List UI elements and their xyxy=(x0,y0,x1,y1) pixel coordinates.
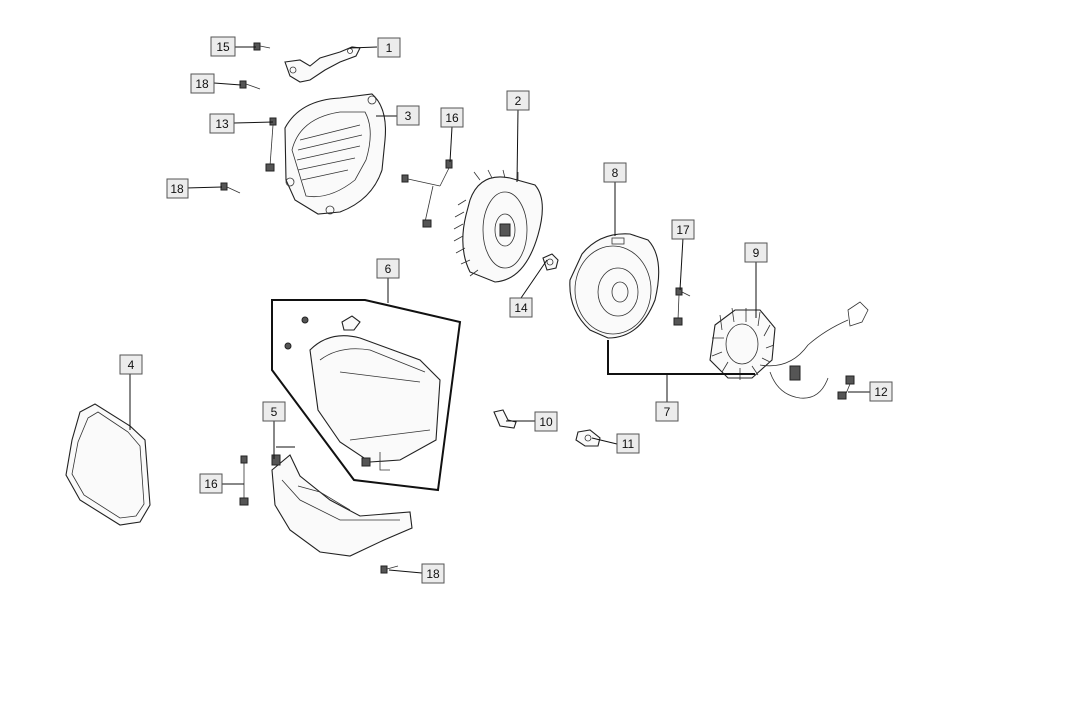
callout-label: 2 xyxy=(515,94,522,108)
group-outline-part-6 xyxy=(271,299,462,492)
nut-part-14 xyxy=(542,253,559,271)
bracket-part-1 xyxy=(284,46,361,83)
clamp-part-11 xyxy=(575,429,601,447)
callout-label: 11 xyxy=(622,437,635,451)
callout-label: 18 xyxy=(195,77,209,91)
callout-label: 13 xyxy=(215,117,229,131)
callout-16-upper: 16 xyxy=(440,107,464,128)
gasket-part-4 xyxy=(65,403,151,526)
fan-cover-part-3 xyxy=(284,93,387,215)
clip-part-17 xyxy=(673,287,691,326)
callout-15: 15 xyxy=(210,36,236,57)
clip-part-13 xyxy=(265,117,277,172)
callout-label: 18 xyxy=(170,182,184,196)
callout-6: 6 xyxy=(376,258,400,279)
stator-part-9 xyxy=(709,301,869,399)
callout-17: 17 xyxy=(671,219,695,240)
callout-18-top: 18 xyxy=(190,73,215,94)
callout-18-bottom: 18 xyxy=(421,563,445,584)
group-outline-part-7 xyxy=(607,340,755,375)
callout-label: 16 xyxy=(445,111,459,125)
callout-label: 8 xyxy=(612,166,619,180)
lower-cover-part-5 xyxy=(271,454,413,557)
callout-14: 14 xyxy=(509,297,533,318)
callout-12: 12 xyxy=(869,381,893,402)
callout-label: 15 xyxy=(216,40,230,54)
callout-label: 7 xyxy=(664,405,671,419)
callout-label: 18 xyxy=(426,567,440,581)
callout-label: 3 xyxy=(405,109,412,123)
callout-label: 17 xyxy=(676,223,690,237)
callout-label: 10 xyxy=(539,415,553,429)
callout-label: 9 xyxy=(753,246,760,260)
callout-7: 7 xyxy=(655,401,679,422)
callout-13: 13 xyxy=(209,113,235,134)
callout-label: 16 xyxy=(204,477,218,491)
bolt-part-18-bottom xyxy=(380,565,399,574)
callout-3: 3 xyxy=(396,105,420,126)
callout-10: 10 xyxy=(534,411,558,432)
callout-1: 1 xyxy=(377,37,401,58)
callout-8: 8 xyxy=(603,162,627,183)
bolt-part-15 xyxy=(253,42,271,51)
clip-part-16-upper xyxy=(401,159,453,228)
callout-label: 14 xyxy=(514,301,528,315)
callout-18-left: 18 xyxy=(166,178,189,199)
callout-4: 4 xyxy=(119,354,143,375)
shroud-part-6 xyxy=(284,315,441,471)
bolt-part-18-left xyxy=(220,182,241,194)
callout-label: 12 xyxy=(874,385,888,399)
callout-label: 4 xyxy=(128,358,135,372)
clip-part-16-lower xyxy=(239,455,249,506)
callout-9: 9 xyxy=(744,242,768,263)
clamp-part-10 xyxy=(493,409,517,429)
callout-label: 1 xyxy=(386,41,393,55)
bolt-part-12 xyxy=(837,375,855,400)
callout-2: 2 xyxy=(506,90,530,111)
callout-11: 11 xyxy=(616,433,640,454)
fan-impeller-part-2 xyxy=(453,169,543,283)
callout-label: 5 xyxy=(271,405,278,419)
bolt-part-18-top xyxy=(239,80,261,90)
callout-label: 6 xyxy=(385,262,392,276)
callout-16-lower: 16 xyxy=(199,473,223,494)
flywheel-part-8 xyxy=(569,233,660,339)
leader-lines xyxy=(129,46,870,574)
callout-5: 5 xyxy=(262,401,286,422)
